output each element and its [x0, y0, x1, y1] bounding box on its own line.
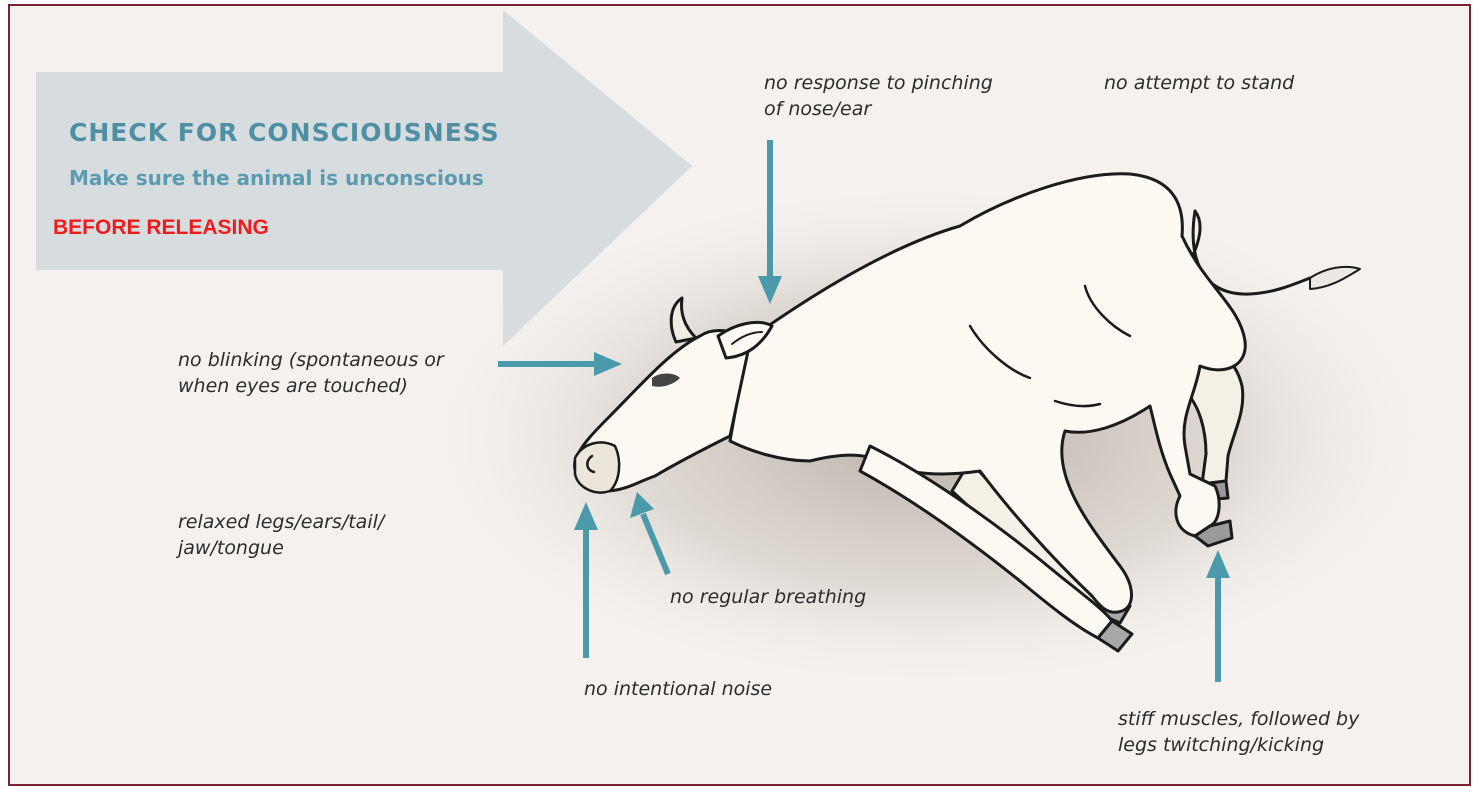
cow-snout	[575, 442, 619, 492]
annotation-noise: no intentional noise	[584, 676, 772, 702]
page-title: CHECK FOR CONSCIOUSNESS	[69, 118, 500, 147]
annotation-muscles: stiff muscles, followed by legs twitchin…	[1118, 706, 1359, 758]
annotation-stand: no attempt to stand	[1104, 70, 1294, 96]
annotation-blinking: no blinking (spontaneous or when eyes ar…	[178, 347, 444, 399]
highlight-label: BEFORE RELEASING	[53, 216, 269, 240]
annotation-breathing: no regular breathing	[670, 584, 866, 610]
annotation-relaxed: relaxed legs/ears/tail/ jaw/tongue	[178, 509, 384, 561]
annotation-pinching: no response to pinching of nose/ear	[764, 70, 993, 122]
page-subtitle: Make sure the animal is unconscious	[69, 166, 484, 190]
infographic-frame: CHECK FOR CONSCIOUSNESS Make sure the an…	[8, 4, 1471, 786]
highlight-box: BEFORE RELEASING	[45, 205, 361, 251]
